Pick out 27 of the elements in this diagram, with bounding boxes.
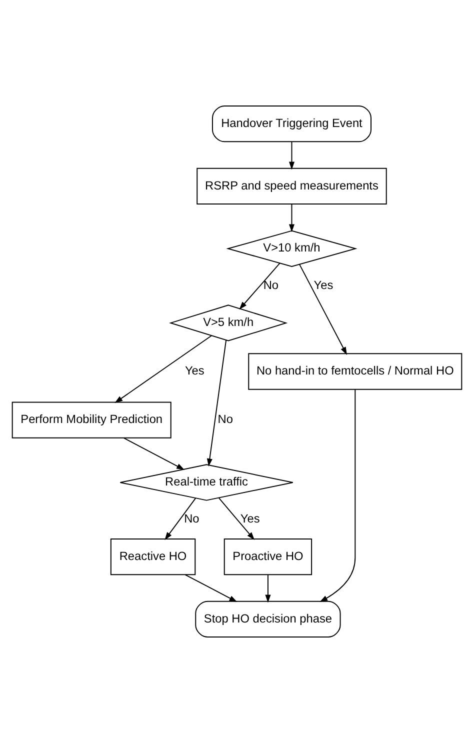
node-box: Stop HO decision phase bbox=[195, 600, 341, 638]
edge-label: Yes bbox=[240, 512, 260, 526]
arrow bbox=[288, 141, 295, 170]
arrow bbox=[206, 340, 227, 467]
edge-label: No bbox=[263, 278, 279, 292]
edge-label: Yes bbox=[314, 278, 334, 292]
edge-label: No bbox=[218, 412, 233, 426]
arrow bbox=[299, 264, 347, 355]
node-box: No hand-in to femtocells / Normal HO bbox=[248, 353, 462, 390]
arrow bbox=[320, 389, 356, 602]
node-box: Perform Mobility Prediction bbox=[12, 402, 172, 438]
node-box: Proactive HO bbox=[224, 538, 312, 576]
arrow bbox=[218, 498, 255, 540]
arrow bbox=[164, 498, 196, 540]
arrow bbox=[114, 335, 212, 404]
arrow bbox=[288, 204, 295, 232]
node-diamond: V>5 km/h bbox=[169, 304, 288, 342]
edge-label: Yes bbox=[184, 364, 204, 378]
arrow bbox=[184, 574, 238, 602]
arrow bbox=[265, 574, 271, 603]
node-diamond: V>10 km/h bbox=[226, 230, 358, 267]
edge-label: No bbox=[184, 512, 200, 526]
node-box: Handover Triggering Event bbox=[212, 105, 372, 142]
node-box: Reactive HO bbox=[110, 538, 196, 576]
arrow bbox=[123, 438, 185, 470]
arrow bbox=[239, 262, 280, 310]
node-box: RSRP and speed measurements bbox=[196, 168, 387, 205]
